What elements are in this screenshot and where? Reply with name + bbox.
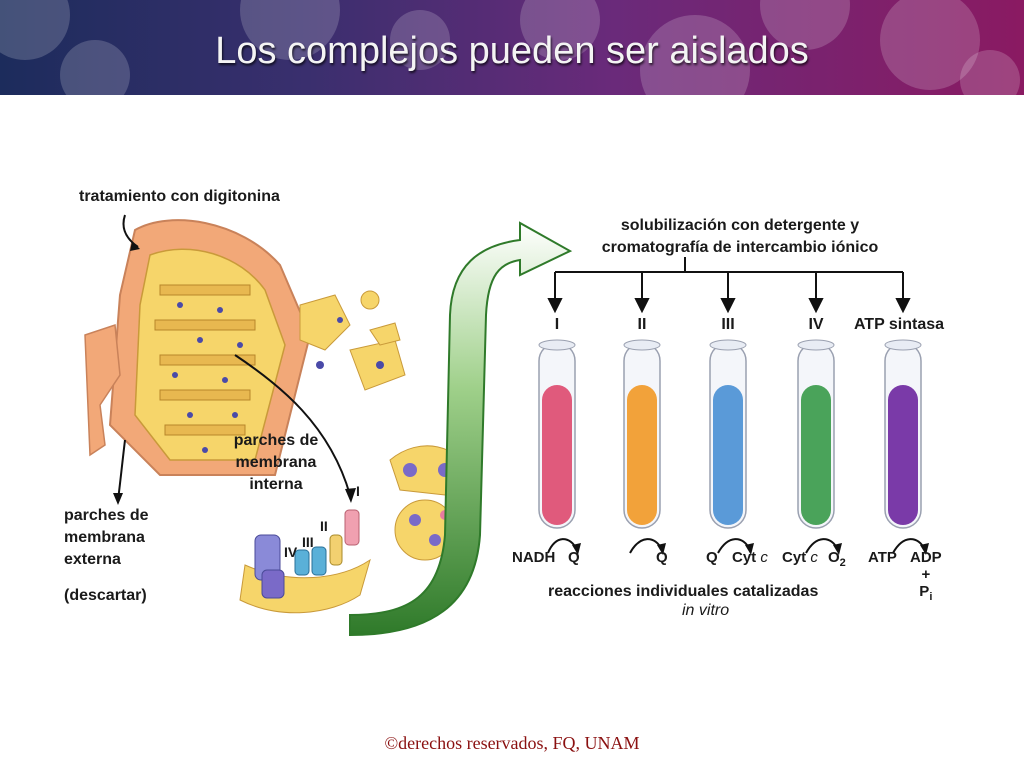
complex-marker-I: I (356, 483, 360, 499)
reaction-3-product: Cyt c (732, 549, 768, 566)
reaction-3-substrate: Q (706, 549, 718, 566)
in-vitro-label: in vitro (682, 602, 730, 619)
reaction-1-substrate: NADH (512, 549, 556, 566)
individual-reactions-label: reacciones individuales catalizadas (548, 583, 819, 600)
solubilization-line-2: cromatografía de intercambio iónico (601, 239, 879, 256)
tube-5 (884, 339, 922, 529)
outer-membrane-line-3: externa (64, 551, 121, 568)
tube-label-III: III (721, 316, 735, 333)
membrane-fragments (299, 290, 406, 391)
process-arrow (349, 221, 573, 637)
discard-label: (descartar) (64, 587, 147, 604)
banner-bubble (60, 40, 130, 95)
outer-membrane-label: parches de membrana externa (64, 505, 148, 571)
inner-membrane-patch (239, 509, 371, 614)
outer-membrane-line-2: membrana (64, 529, 145, 546)
complex-marker-IV: IV (284, 544, 298, 560)
banner-bubble (390, 10, 450, 70)
inner-membrane-line-3: interna (249, 476, 303, 493)
tube-3 (709, 339, 747, 529)
inner-membrane-label: parches de membrana interna (226, 430, 326, 496)
slide-title: Los complejos pueden ser aislados (215, 30, 809, 72)
diagram-artwork (84, 214, 929, 637)
mitochondrion-illustration (84, 219, 312, 476)
title-banner: Los complejos pueden ser aislados (0, 0, 1024, 95)
reaction-4-substrate: Cyt c (782, 549, 818, 566)
reaction-2-product: Q (656, 549, 668, 566)
tube-4 (797, 339, 835, 529)
banner-bubble (640, 15, 750, 95)
complex-marker-II: II (320, 518, 328, 534)
tube-label-atp-synthase: ATP sintasa (853, 316, 945, 333)
tube-1 (538, 339, 576, 529)
solubilization-label: solubilización con detergente y cromatog… (570, 215, 910, 259)
outer-membrane-line-1: parches de (64, 507, 149, 524)
banner-bubble (960, 50, 1020, 95)
reaction-1-product: Q (568, 549, 580, 566)
banner-bubble (880, 0, 980, 90)
tube-label-I: I (554, 316, 560, 333)
solubilization-line-1: solubilización con detergente y (620, 217, 860, 234)
tube-2 (623, 339, 661, 529)
inner-membrane-line-2: membrana (235, 454, 317, 471)
complex-marker-III: III (302, 534, 314, 550)
reaction-5-product: ADP+Pi (910, 549, 942, 603)
inner-membrane-line-1: parches de (233, 432, 319, 449)
distribution-bracket (547, 257, 911, 314)
test-tubes (538, 339, 922, 529)
tube-label-IV: IV (808, 316, 824, 333)
mitochondria-fractionation-diagram: tratamiento con digitonina parches de me… (50, 175, 980, 655)
digitonin-treatment-label: tratamiento con digitonina (79, 188, 280, 205)
copyright-footer: ©derechos reservados, FQ, UNAM (384, 733, 640, 753)
tube-label-II: II (637, 316, 647, 333)
reaction-4-product: O2 (828, 549, 846, 569)
reaction-5-substrate: ATP (868, 549, 897, 566)
